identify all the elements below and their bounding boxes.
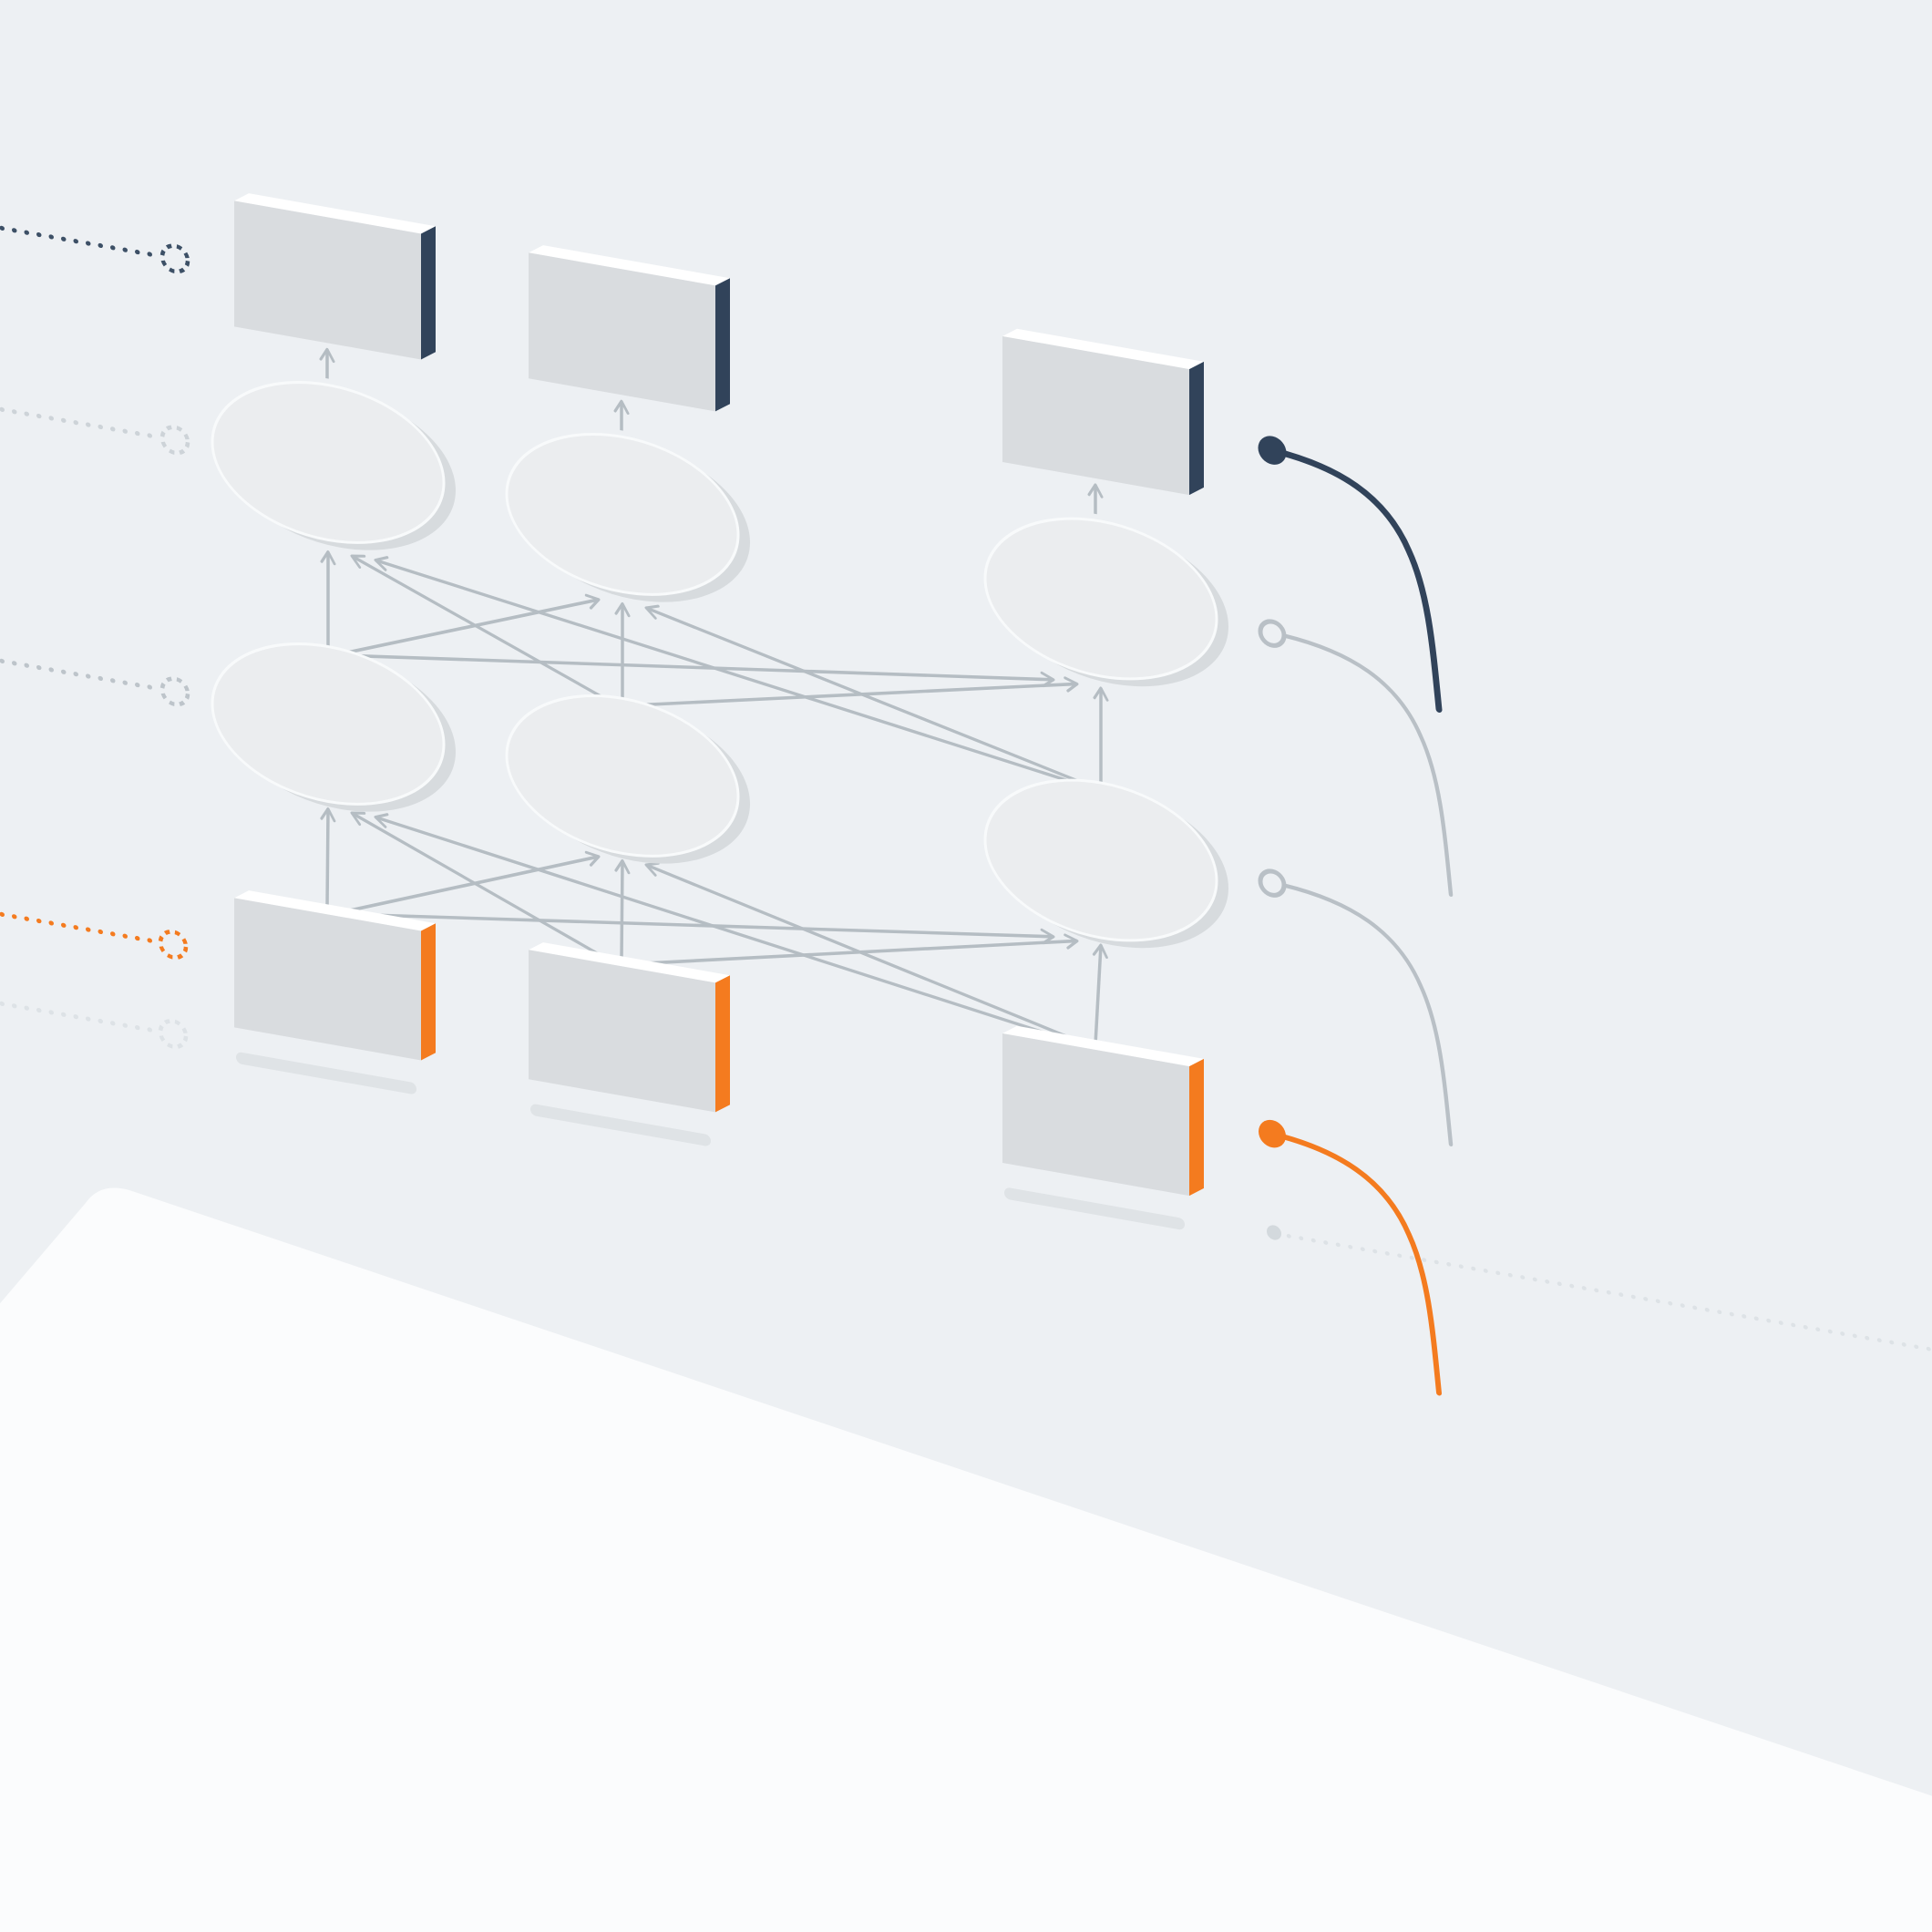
input-box-1-top xyxy=(234,890,436,931)
output-box-2-side xyxy=(715,278,730,412)
arrow xyxy=(344,593,601,655)
hidden1-nodes xyxy=(211,642,1228,949)
hidden1-ellipse-3 xyxy=(983,778,1218,942)
arrows-hidden2-to-output xyxy=(319,347,1104,515)
callout-line-input xyxy=(0,908,156,944)
wire-input xyxy=(1269,1131,1442,1396)
left-callouts xyxy=(0,221,190,1050)
dotted-line-labels xyxy=(1286,1234,1932,1366)
hidden2-nodes xyxy=(211,381,1228,687)
input-box-3-top xyxy=(1002,1025,1204,1067)
input-box-3-face xyxy=(1002,1033,1189,1197)
terminal-ring-hidden1 xyxy=(1258,868,1287,898)
label-bar-2 xyxy=(530,1104,711,1146)
page-bottom-band xyxy=(0,1187,1932,1932)
hidden1-ellipse-1 xyxy=(211,642,446,806)
label-bar-1 xyxy=(236,1052,416,1094)
arrow xyxy=(360,654,1055,688)
output-box-2 xyxy=(529,245,730,412)
wire-hidden1 xyxy=(1281,883,1454,1146)
output-box-1-face xyxy=(234,200,421,360)
output-box-1 xyxy=(234,193,436,360)
label-bars xyxy=(236,1052,1185,1230)
label-bar-3 xyxy=(1004,1187,1185,1230)
input-box-2-side xyxy=(715,975,730,1113)
callout-line-hidden2 xyxy=(0,403,159,439)
terminal-dot-output xyxy=(1258,436,1287,465)
arrow xyxy=(374,556,1069,783)
right-callouts xyxy=(1258,436,1932,1396)
callout-ring-hidden2 xyxy=(159,425,190,456)
output-box-3 xyxy=(1002,328,1204,496)
output-box-2-face xyxy=(529,252,715,412)
input-boxes xyxy=(234,890,1204,1197)
input-box-1-face xyxy=(234,898,421,1061)
output-box-1-side xyxy=(421,226,436,360)
arrow xyxy=(350,811,606,960)
input-box-2-top xyxy=(529,942,730,983)
wire-hidden2 xyxy=(1281,633,1454,897)
callout-ring-output xyxy=(159,243,190,274)
arrow xyxy=(374,813,1064,1041)
callout-ring-hidden1 xyxy=(159,676,190,707)
wire-output xyxy=(1269,447,1443,713)
output-box-1-top xyxy=(234,193,436,234)
hidden2-ellipse-3 xyxy=(983,517,1218,681)
arrows-input-to-hidden1 xyxy=(320,807,1108,1045)
output-boxes xyxy=(234,193,1204,496)
callout-ring-labels xyxy=(158,1019,189,1050)
arrow xyxy=(638,676,1079,707)
input-box-2-face xyxy=(529,950,715,1113)
output-box-3-face xyxy=(1002,335,1189,496)
input-box-1 xyxy=(234,890,436,1061)
arrow xyxy=(1092,943,1108,1045)
hidden1-ellipse-2 xyxy=(505,694,740,858)
input-box-3-side xyxy=(1189,1058,1204,1197)
callout-line-labels xyxy=(0,997,156,1033)
arrow xyxy=(343,850,601,914)
output-box-3-top xyxy=(1002,328,1204,370)
input-box-1-side xyxy=(421,923,436,1061)
arrow xyxy=(350,554,607,701)
network-scene xyxy=(0,193,1932,1396)
arrow xyxy=(320,807,336,909)
callout-line-hidden1 xyxy=(0,654,159,691)
callout-line-output xyxy=(0,221,159,258)
output-box-3-side xyxy=(1189,361,1204,496)
arrow xyxy=(644,861,1080,1043)
hidden2-ellipse-2 xyxy=(505,433,740,596)
hidden2-ellipse-1 xyxy=(211,381,446,544)
arrow xyxy=(644,604,1085,786)
terminal-dot-labels xyxy=(1267,1225,1281,1240)
terminal-dot-input xyxy=(1259,1119,1286,1148)
callout-ring-input xyxy=(158,930,189,961)
arrows-hidden1-to-hidden2 xyxy=(320,550,1109,787)
input-box-2 xyxy=(529,942,730,1113)
input-box-3 xyxy=(1002,1025,1204,1197)
terminal-ring-hidden2 xyxy=(1258,619,1287,648)
output-box-2-top xyxy=(529,245,730,286)
arrow xyxy=(359,912,1055,945)
